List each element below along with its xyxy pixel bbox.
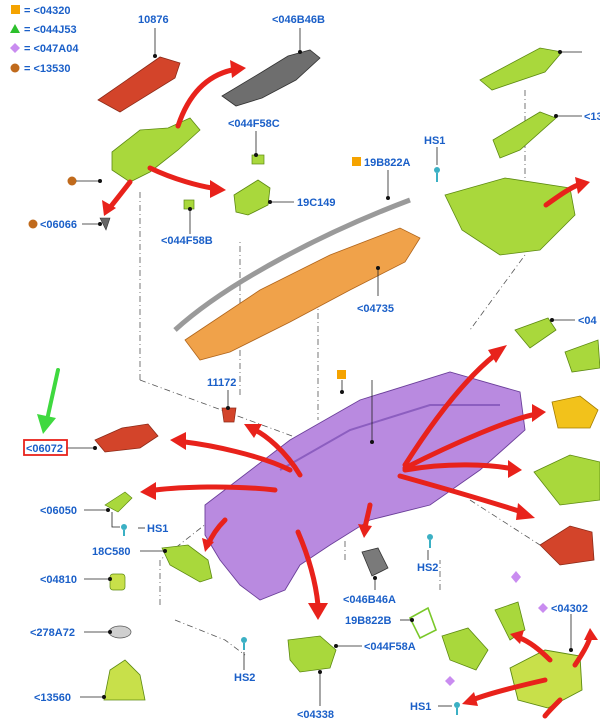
label-046B46B[interactable]: <046B46B — [272, 14, 325, 26]
label-046B46A[interactable]: <046B46A — [343, 594, 396, 606]
diamond-marker-icon — [538, 603, 548, 613]
part-04810 — [109, 573, 126, 591]
label-13-right[interactable]: <13 — [584, 111, 600, 123]
part-markers — [28, 157, 548, 715]
diamond-marker-icon — [445, 676, 455, 686]
label-HS2-mid[interactable]: HS2 — [417, 562, 438, 574]
fastener-icon — [454, 702, 460, 715]
green-pointer-arrow — [45, 368, 60, 422]
label-HS1-left[interactable]: HS1 — [147, 523, 168, 535]
circle-marker-icon — [10, 63, 20, 73]
highlight-pointer — [23, 368, 68, 456]
label-06066[interactable]: <06066 — [40, 219, 77, 231]
label-18C580[interactable]: 18C580 — [92, 546, 131, 558]
label-04302[interactable]: <04302 — [551, 603, 588, 615]
part-upper-right-trim-bezel — [444, 177, 576, 256]
part-06066-fastener — [99, 217, 111, 231]
part-10876-cover — [97, 56, 181, 113]
part-044F58C-clip — [251, 154, 265, 165]
square-marker-icon — [352, 157, 361, 166]
part-278A72 — [108, 625, 132, 639]
part-instrument-panel — [204, 371, 526, 601]
part-19B822A-seal — [173, 197, 411, 332]
part-right-trim-3 — [533, 454, 600, 506]
part-upper-right-trim-top — [479, 47, 563, 91]
part-green-bracket — [111, 117, 201, 183]
circle-marker-icon — [67, 176, 77, 186]
instrument-panel-ridge — [279, 404, 500, 471]
part-right-trim-2 — [564, 339, 600, 373]
legend-item-circle: = <13530 — [24, 63, 71, 75]
part-06072 — [94, 423, 159, 453]
label-HS1-top[interactable]: HS1 — [424, 135, 445, 147]
fastener-icon — [434, 167, 440, 182]
part-11172-clip — [221, 407, 237, 423]
label-044F58C[interactable]: <044F58C — [228, 118, 280, 130]
label-19C149[interactable]: 19C149 — [297, 197, 336, 209]
label-HS2-left[interactable]: HS2 — [234, 672, 255, 684]
legend: = <04320 = <044J53 = <047A04 = <13530 — [10, 5, 79, 75]
label-044F58A[interactable]: <044F58A — [364, 641, 416, 653]
label-04735[interactable]: <04735 — [357, 303, 394, 315]
square-marker-icon — [11, 5, 20, 14]
label-10876[interactable]: 10876 — [138, 14, 169, 26]
label-HS1-bottom[interactable]: HS1 — [410, 701, 431, 713]
part-19C149 — [233, 179, 271, 216]
diamond-marker-icon — [10, 43, 20, 53]
parts — [94, 47, 600, 709]
label-06050[interactable]: <06050 — [40, 505, 77, 517]
part-labels: 10876 <046B46B <044F58C 19C149 <044F58B … — [26, 14, 600, 721]
fastener-icon — [241, 637, 247, 650]
part-19B822B — [408, 606, 437, 640]
square-marker-icon — [337, 370, 346, 379]
label-06072[interactable]: <06072 — [26, 443, 63, 455]
part-lower-right-trim-a — [441, 627, 489, 671]
part-06050 — [104, 491, 133, 513]
label-13560[interactable]: <13560 — [34, 692, 71, 704]
leader-lines — [66, 28, 582, 707]
explode-arrows — [102, 60, 598, 719]
diamond-marker-icon — [511, 571, 521, 583]
center-lines — [139, 90, 541, 656]
label-04338[interactable]: <04338 — [297, 709, 334, 721]
part-13560 — [103, 659, 146, 701]
part-upper-right-trim-mid — [492, 111, 557, 159]
legend-item-triangle: = <044J53 — [24, 24, 77, 36]
label-19B822B[interactable]: 19B822B — [345, 615, 392, 627]
fastener-icon — [427, 534, 433, 548]
part-right-trim-red — [539, 525, 595, 566]
label-19B822A[interactable]: 19B822A — [364, 157, 411, 169]
label-278A72[interactable]: <278A72 — [30, 627, 75, 639]
triangle-marker-icon — [10, 24, 20, 33]
part-04735-frame — [184, 227, 421, 361]
legend-item-square: = <04320 — [24, 5, 71, 17]
legend-item-diamond: = <047A04 — [24, 43, 79, 55]
fastener-icon — [121, 524, 127, 536]
part-046B46B — [221, 49, 321, 107]
circle-marker-icon — [28, 219, 38, 229]
label-04-right[interactable]: <04 — [578, 315, 598, 327]
part-right-trim-yellow — [551, 395, 599, 429]
part-046B46A — [361, 547, 389, 577]
part-18C580 — [161, 544, 213, 583]
part-lower-right-trim-b — [494, 601, 526, 641]
green-pointer-arrowhead — [37, 414, 56, 434]
highlight-box — [23, 439, 68, 456]
label-044F58B[interactable]: <044F58B — [161, 235, 213, 247]
label-11172[interactable]: 11172 — [207, 377, 236, 389]
part-04338 — [287, 635, 337, 673]
part-right-trim-1 — [514, 317, 557, 349]
label-04810[interactable]: <04810 — [40, 574, 77, 586]
